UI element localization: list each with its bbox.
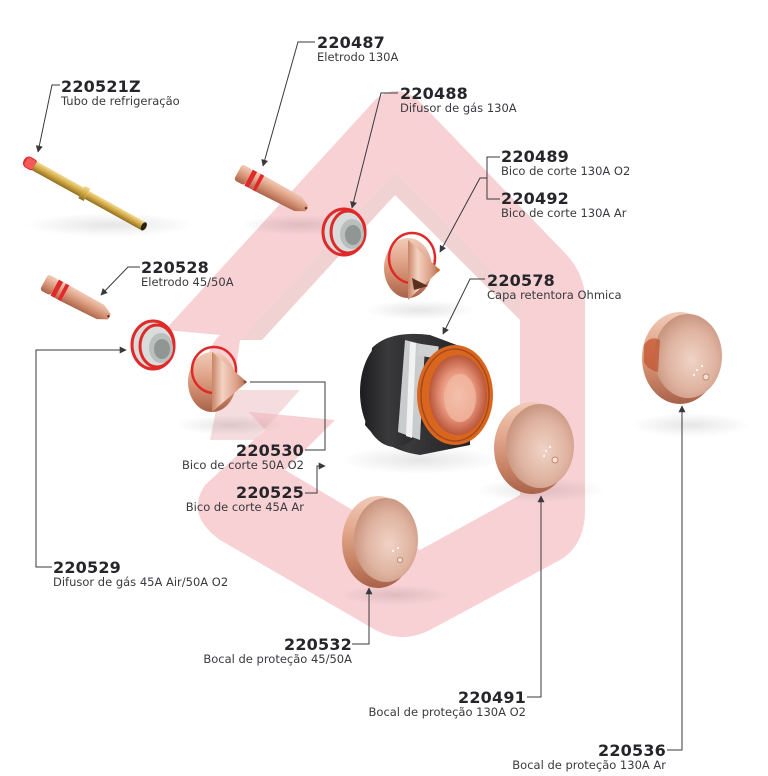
part-220528-electrode[interactable]: [40, 274, 114, 325]
part-code: 220491: [458, 688, 526, 707]
part-code: 220528: [141, 258, 209, 277]
part-220530-nozzle[interactable]: [188, 345, 247, 412]
label-220528: 220528 Eletrodo 45/50A: [141, 260, 234, 289]
leader-220530-220525: [250, 381, 325, 494]
part-220489-nozzle[interactable]: [384, 231, 440, 300]
part-code: 220525: [236, 483, 304, 502]
leader-lines: [35, 41, 686, 751]
part-code: 220578: [487, 271, 555, 290]
label-220532: 220532 Bocal de proteção 45/50A: [203, 637, 352, 666]
part-code: 220536: [598, 741, 666, 760]
label-220529: 220529 Difusor de gás 45A Air/50A O2: [53, 560, 228, 589]
leader-220578: [442, 278, 485, 335]
leader-220521z: [35, 84, 60, 153]
part-code: 220532: [284, 635, 352, 654]
part-description: Bocal de proteção 130A Ar: [512, 758, 666, 772]
part-220521z-tube[interactable]: [21, 154, 150, 234]
part-220487-electrode[interactable]: [234, 164, 312, 217]
label-220536: 220536 Bocal de proteção 130A Ar: [512, 743, 666, 772]
part-description: Difusor de gás 45A Air/50A O2: [53, 575, 229, 589]
part-code: 220530: [236, 441, 304, 460]
leader-220529: [35, 346, 127, 568]
part-code: 220487: [317, 33, 385, 52]
label-220578: 220578 Capa retentora Ohmica: [487, 273, 622, 302]
part-220532-shield[interactable]: [342, 496, 418, 588]
part-code: 220492: [501, 189, 569, 208]
label-220488: 220488 Difusor de gás 130A: [400, 86, 517, 115]
label-220492: 220492 Bico de corte 130A Ar: [501, 191, 627, 220]
leader-220528: [100, 266, 140, 296]
label-220489: 220489 Bico de corte 130A O2: [501, 149, 630, 178]
part-description: Eletrodo 130A: [317, 50, 399, 64]
label-220521z: 220521Z Tubo de refrigeração: [61, 79, 180, 108]
part-220488-diffuser[interactable]: [321, 207, 367, 257]
part-description: Bico de corte 50A O2: [182, 458, 304, 472]
leader-220488: [350, 92, 398, 209]
part-220529-diffuser[interactable]: [130, 319, 176, 371]
label-220525: 220525 Bico de corte 45A Ar: [186, 485, 304, 514]
leader-220491: [527, 495, 545, 698]
part-220536-shield[interactable]: [642, 312, 722, 404]
leader-220487: [261, 41, 315, 167]
part-code: 220529: [53, 558, 121, 577]
part-description: Bocal de proteção 45/50A: [203, 652, 352, 666]
part-description: Capa retentora Ohmica: [487, 288, 622, 302]
leader-220489-220492: [440, 156, 500, 252]
part-description: Tubo de refrigeração: [61, 94, 180, 108]
label-220491: 220491 Bocal de proteção 130A O2: [369, 690, 526, 719]
part-description: Bico de corte 130A O2: [501, 164, 631, 178]
label-220530: 220530 Bico de corte 50A O2: [182, 443, 304, 472]
part-description: Bocal de proteção 130A O2: [368, 705, 526, 719]
label-220487: 220487 Eletrodo 130A: [317, 35, 398, 64]
part-code: 220521Z: [61, 77, 141, 96]
part-code: 220488: [400, 84, 468, 103]
part-description: Bico de corte 45A Ar: [185, 500, 304, 514]
part-220578-retaining-cap[interactable]: [360, 333, 493, 455]
part-code: 220489: [501, 147, 569, 166]
part-description: Difusor de gás 130A: [400, 101, 517, 115]
part-220491-shield[interactable]: [494, 402, 574, 494]
part-description: Bico de corte 130A Ar: [501, 206, 627, 220]
leader-220532: [352, 587, 373, 645]
part-description: Eletrodo 45/50A: [141, 275, 234, 289]
leader-220536: [667, 405, 686, 751]
